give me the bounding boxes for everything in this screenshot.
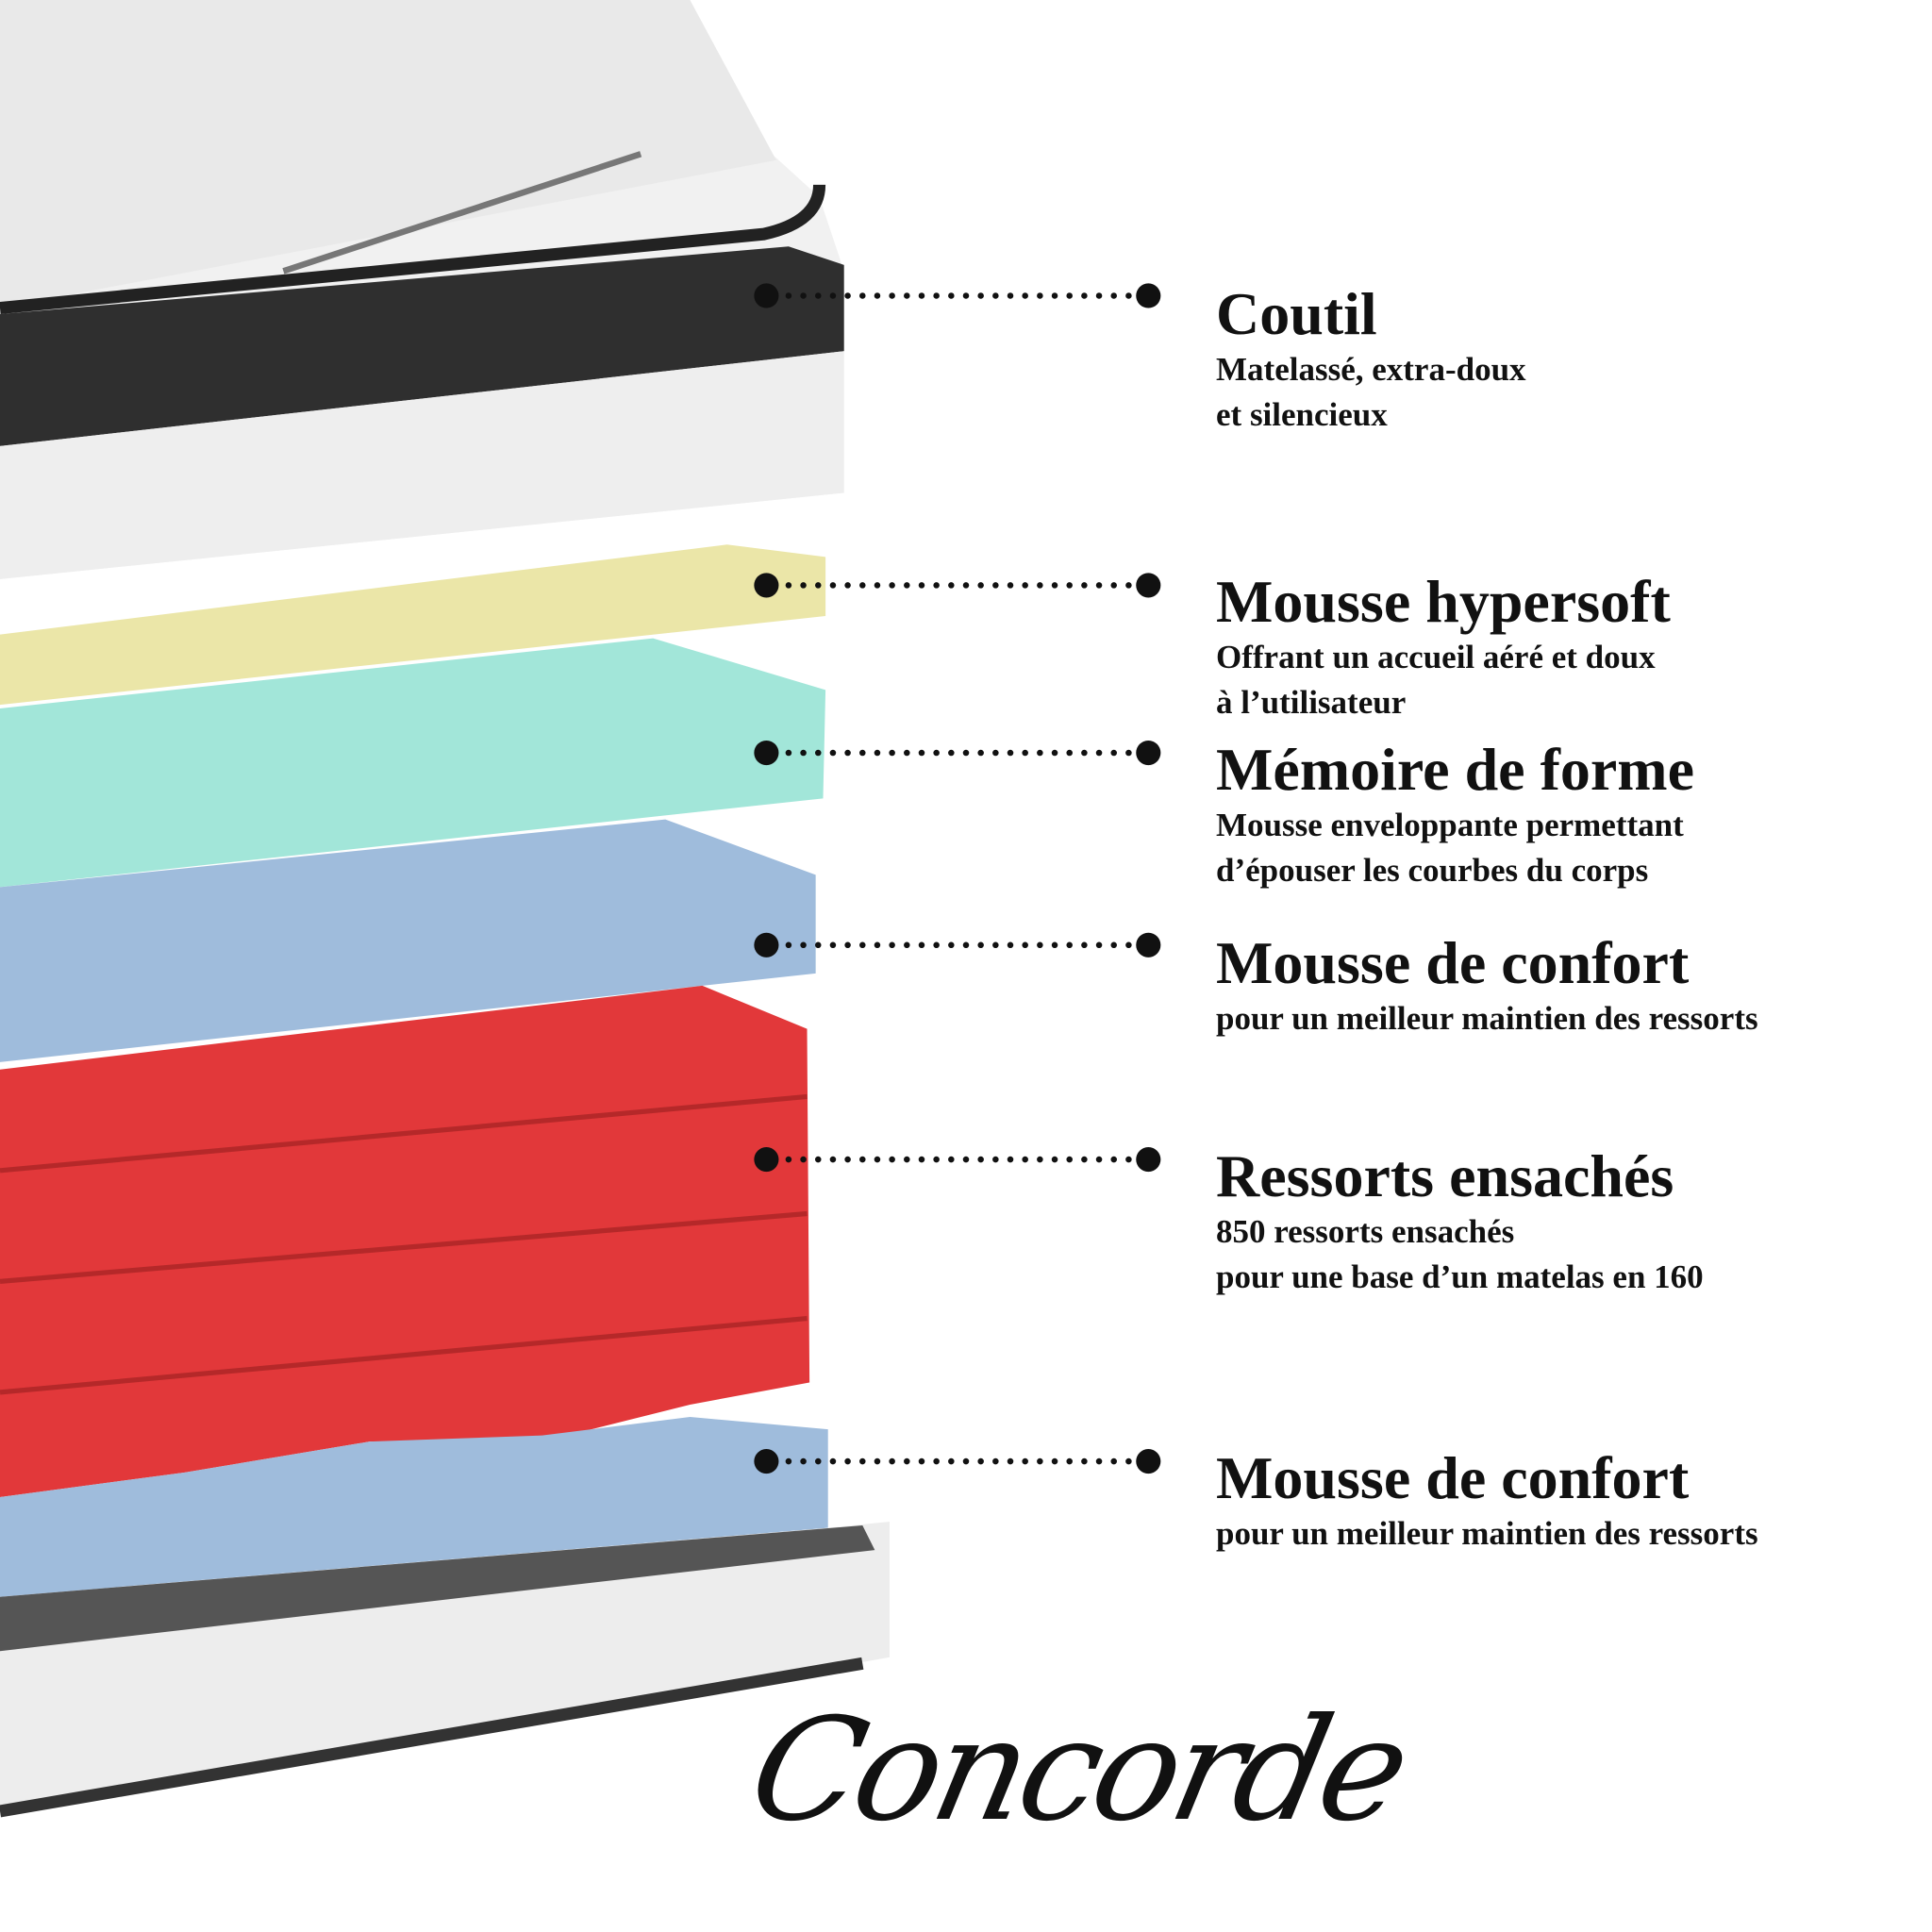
layer-description: Matelassé, extra-doux — [1216, 351, 1526, 388]
layer-description: pour une base d’un matelas en 160 — [1216, 1258, 1704, 1295]
layer-title: Coutil — [1216, 280, 1377, 347]
top-mattress — [0, 0, 844, 579]
connector-dot — [754, 740, 779, 766]
layer-hypersoft — [0, 544, 826, 706]
layer-ressorts — [0, 985, 810, 1497]
layer-description: Mousse enveloppante permettant — [1216, 807, 1684, 843]
connector-dot — [1136, 1147, 1161, 1173]
layer-description: pour un meilleur maintien des ressorts — [1216, 1000, 1758, 1037]
layer-label: Ressorts ensachés 850 ressorts ensachés po… — [1216, 1143, 1704, 1300]
layer-confort-bottom — [0, 1417, 828, 1597]
layer-confort-top — [0, 819, 816, 1062]
layer-label: Mousse de confort pour un meilleur mainti… — [1216, 1445, 1758, 1557]
connector-dot — [1136, 740, 1161, 766]
connector-lines — [754, 283, 1161, 1474]
connector-dot — [754, 573, 779, 598]
concorde-logo: Concorde — [737, 1689, 1418, 1853]
connector-dot — [1136, 1449, 1161, 1474]
connector-dot — [754, 1449, 779, 1474]
connector-dot — [1136, 932, 1161, 958]
coutil-band — [0, 246, 844, 446]
layer-description: à l’utilisateur — [1216, 684, 1407, 721]
connector-dot — [1136, 573, 1161, 598]
layer-title: Mémoire de forme — [1216, 736, 1694, 803]
bottom-mattress — [0, 1522, 891, 1818]
layer-label: Mousse de confort pour un meilleur mainti… — [1216, 930, 1758, 1041]
connector-dot — [754, 283, 779, 308]
layer-description: 850 ressorts ensachés — [1216, 1213, 1515, 1250]
layer-title: Mousse hypersoft — [1216, 568, 1671, 635]
layer-memoire — [0, 638, 826, 888]
layer-title: Ressorts ensachés — [1216, 1142, 1674, 1209]
layer-description: pour un meilleur maintien des ressorts — [1216, 1515, 1758, 1552]
connector-dot — [754, 1147, 779, 1173]
layer-description: Offrant un accueil aéré et doux — [1216, 639, 1656, 675]
connector-dot — [1136, 283, 1161, 308]
connector-dot — [754, 932, 779, 958]
layer-description: et silencieux — [1216, 396, 1388, 433]
layer-title: Mousse de confort — [1216, 1444, 1690, 1511]
layer-description: d’épouser les courbes du corps — [1216, 852, 1649, 889]
layer-title: Mousse de confort — [1216, 929, 1690, 996]
